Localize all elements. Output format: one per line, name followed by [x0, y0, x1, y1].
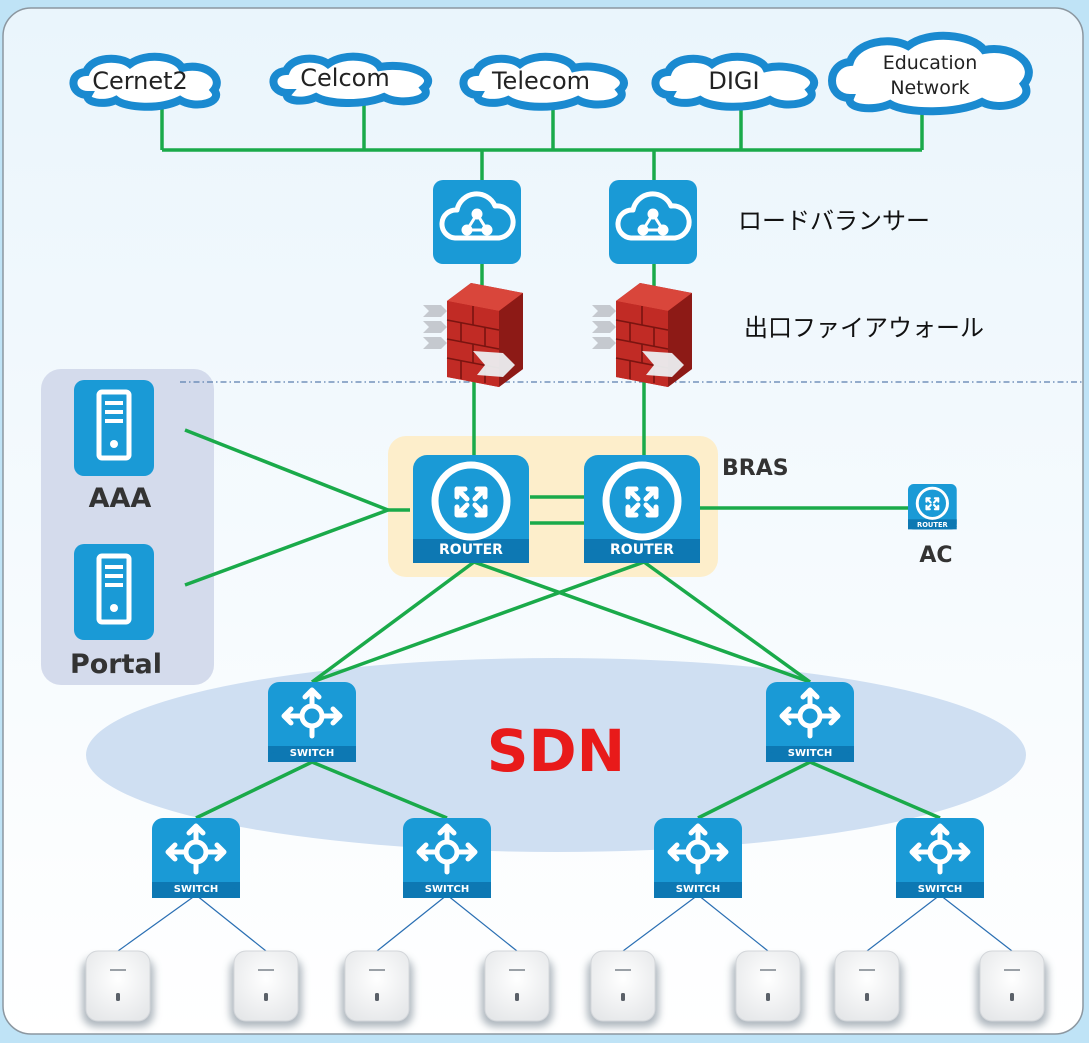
access-point-icon [831, 951, 903, 1027]
switch-text: SWITCH [918, 884, 962, 895]
cloud-label: Telecom [491, 67, 590, 95]
aaa-label: AAA [89, 483, 152, 514]
access-point-icon [82, 951, 154, 1027]
access-point-icon [732, 951, 804, 1027]
cloud-label: Celcom [300, 64, 389, 92]
switch-access-3: SWITCH [654, 818, 742, 898]
access-point-icon [976, 951, 1048, 1027]
ac-router: ROUTER [906, 482, 959, 531]
switch-access-1: SWITCH [152, 818, 240, 898]
switch-text: SWITCH [425, 884, 469, 895]
portal-server-icon [74, 544, 154, 640]
router-text: ROUTER [917, 521, 949, 529]
switch-core-left: SWITCH [268, 682, 356, 762]
router-text: ROUTER [610, 542, 674, 558]
bras-router-left: ROUTER [413, 455, 529, 563]
switch-access-2: SWITCH [403, 818, 491, 898]
load-balancer-icon [609, 180, 697, 264]
router-text: ROUTER [439, 542, 503, 558]
cloud-label-line2: Network [890, 77, 969, 99]
ac-label: AC [919, 543, 952, 568]
cloud-label-line1: Education [883, 52, 978, 74]
access-point-icon [481, 951, 553, 1027]
ap-links [117, 894, 1013, 952]
access-point-icon [230, 951, 302, 1027]
green-links [160, 98, 941, 820]
access-point-icon [341, 951, 413, 1027]
cloud-education-network: Education Network [828, 31, 1033, 116]
switch-text: SWITCH [174, 884, 218, 895]
cloud-celcom: Celcom [269, 52, 433, 108]
switch-access-4: SWITCH [896, 818, 984, 898]
load-balancer-label: ロードバランサー [738, 207, 930, 235]
switch-text: SWITCH [290, 748, 334, 759]
access-point-icon [587, 951, 659, 1027]
load-balancer-icon [433, 180, 521, 264]
cloud-label: Cernet2 [92, 67, 188, 95]
bras-label: BRAS [722, 456, 789, 481]
cloud-telecom: Telecom [459, 52, 628, 111]
cloud-cernet2: Cernet2 [69, 52, 221, 111]
cloud-label: DIGI [708, 67, 759, 95]
firewall-label: 出口ファイアウォール [744, 314, 984, 342]
aaa-server-icon [74, 380, 154, 476]
switch-core-right: SWITCH [766, 682, 854, 762]
sdn-label: SDN [487, 717, 625, 785]
switch-text: SWITCH [676, 884, 720, 895]
portal-label: Portal [70, 649, 162, 680]
switch-text: SWITCH [788, 748, 832, 759]
bras-router-right: ROUTER [584, 455, 700, 563]
cloud-digi: DIGI [651, 52, 819, 111]
